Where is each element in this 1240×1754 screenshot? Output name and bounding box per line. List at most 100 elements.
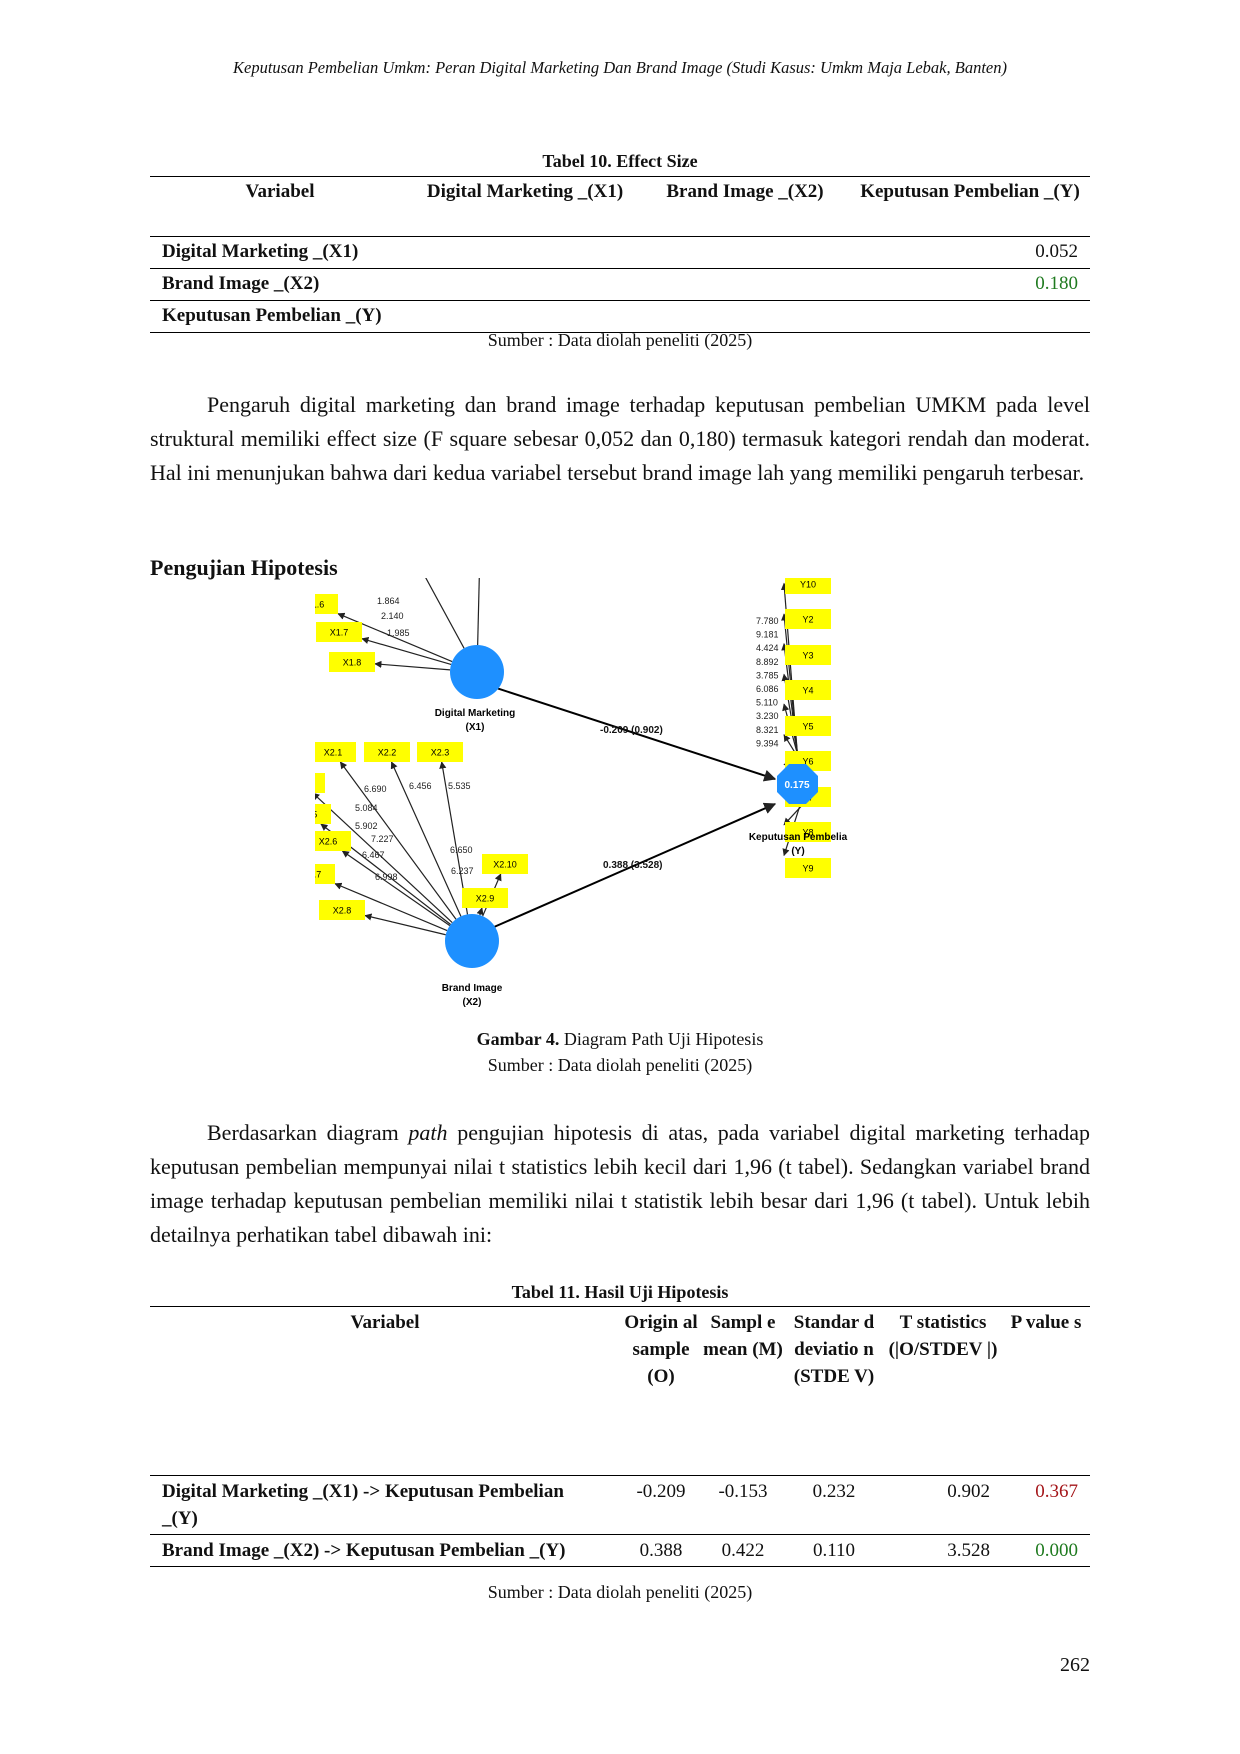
- paragraph-italic-word: path: [408, 1120, 448, 1145]
- construct-x2-circle: [445, 914, 499, 968]
- loading-arrow: [341, 850, 451, 927]
- row-value: 0.052: [1035, 241, 1078, 262]
- indicator-y4: Y4: [785, 680, 831, 700]
- loading-arrow: [315, 792, 453, 924]
- x1-code: (X1): [466, 722, 485, 733]
- loading-value: 5.902: [355, 821, 378, 831]
- row-label: Digital Marketing _(X1) -> Keputusan Pem…: [162, 1481, 564, 1529]
- indicator-x2-9: X2.9: [462, 888, 508, 908]
- header-t-statistics: T statistics (|O/STDEV |): [888, 1312, 998, 1360]
- svg-text:Y10: Y10: [800, 580, 816, 590]
- x1-name: Digital Marketing: [435, 708, 516, 719]
- loading-arrow: [477, 578, 480, 646]
- loading-arrow: [337, 612, 453, 663]
- svg-text:Y2: Y2: [802, 615, 813, 625]
- loading-arrow: [425, 578, 465, 649]
- table-row: Brand Image _(X2) 0.180: [150, 269, 1090, 301]
- indicator-x1-7: X1.7: [316, 622, 362, 642]
- header-p-values: P value s: [1010, 1312, 1082, 1333]
- figure-source: Sumber : Data diolah peneliti (2025): [487, 1055, 753, 1075]
- loading-value: 6.086: [756, 684, 779, 694]
- loading-arrow: [374, 660, 451, 671]
- path-x1-y-label: -0.209 (0.902): [600, 725, 663, 736]
- indicator-y2: Y2: [785, 609, 831, 629]
- indicator-x2-10: X2.10: [482, 854, 528, 874]
- running-header: Keputusan Pembelian Umkm: Peran Digital …: [232, 58, 1007, 77]
- loading-value: 1.864: [377, 596, 400, 606]
- loading-value: 6.467: [362, 850, 385, 860]
- indicator-y5: Y5: [785, 716, 831, 736]
- header-variabel: Variabel: [245, 181, 315, 202]
- header-brand-image: Brand Image _(X2): [666, 181, 824, 202]
- loading-value: 2.140: [381, 611, 404, 621]
- loading-value: 9.394: [756, 738, 779, 748]
- svg-text:X1.7: X1.7: [330, 628, 349, 638]
- x2-code: (X2): [463, 997, 482, 1008]
- y-name: Keputusan Pembelia: [749, 832, 848, 843]
- loading-value: 6.690: [364, 784, 387, 794]
- indicator-x2-3: X2.3: [417, 742, 463, 762]
- cell-tstat: 0.902: [947, 1481, 990, 1502]
- paragraph-effect-size: Pengaruh digital marketing dan brand ima…: [150, 392, 1090, 485]
- svg-text:X2.1: X2.1: [324, 748, 343, 758]
- indicator-x2-8: X2.8: [319, 900, 365, 920]
- svg-text:Y3: Y3: [802, 651, 813, 661]
- table11-caption: Tabel 11. Hasil Uji Hipotesis: [511, 1282, 729, 1302]
- cell-stdev: 0.110: [812, 1540, 856, 1561]
- header-digital-marketing: Digital Marketing _(X1): [426, 181, 624, 202]
- indicator-x2-6: X2.6: [315, 831, 351, 851]
- table-row: Digital Marketing _(X1) -> Keputusan Pem…: [150, 1476, 1090, 1535]
- svg-text:X2.6: X2.6: [319, 837, 338, 847]
- svg-text:X2.8: X2.8: [333, 906, 352, 916]
- figure-label: Gambar 4.: [476, 1029, 560, 1049]
- table-row: Keputusan Pembelian _(Y): [150, 301, 1090, 333]
- header-sample-mean: Sampl e mean (M): [703, 1312, 783, 1360]
- svg-text:Y5: Y5: [802, 722, 813, 732]
- cell-mean: 0.422: [721, 1540, 765, 1561]
- row-value: 0.180: [1035, 273, 1078, 294]
- indicator-y3: Y3: [785, 645, 831, 665]
- loading-value: 5.110: [756, 698, 778, 708]
- svg-text:X2.3: X2.3: [431, 748, 450, 758]
- loading-arrow: [364, 913, 446, 936]
- effect-size-table: Variabel Digital Marketing _(X1) Brand I…: [150, 176, 1090, 333]
- header-original-sample: Origin al sample (O): [624, 1312, 698, 1387]
- cell-original: 0.388: [639, 1540, 683, 1561]
- loading-arrow: [390, 761, 462, 917]
- loading-arrow: [334, 882, 448, 932]
- header-variabel: Variabel: [350, 1312, 420, 1333]
- svg-text:Y4: Y4: [802, 686, 813, 696]
- svg-text:X2.7: X2.7: [315, 870, 321, 880]
- indicator-x1-6: X1.6: [315, 594, 338, 614]
- indicator-x1-8: X1.8: [329, 652, 375, 672]
- loading-value: 6.456: [409, 781, 432, 791]
- loading-value: 8.321: [756, 725, 779, 735]
- paragraph-text-after: pengujian hipotesis di atas, pada variab…: [150, 1120, 1090, 1247]
- row-value: [850, 301, 1090, 333]
- loading-arrow: [476, 907, 484, 916]
- indicator-y10: Y10: [785, 578, 831, 594]
- svg-text:X2.2: X2.2: [378, 748, 397, 758]
- page-number: 262: [1060, 1654, 1090, 1676]
- cell-tstat: 3.528: [947, 1540, 990, 1561]
- path-diagram: X1.9X1.10X1.6X1.7X1.8X2.1X2.2X2.3X2.4X2.…: [315, 578, 848, 1008]
- path-x1-to-y: [477, 681, 777, 782]
- row-label: Brand Image _(X2): [162, 273, 320, 294]
- loading-value: 6.998: [375, 872, 398, 882]
- svg-text:X2.5: X2.5: [315, 810, 317, 820]
- row-label: Digital Marketing _(X1): [162, 241, 359, 262]
- loading-arrow: [361, 637, 452, 666]
- path-x2-to-y: [477, 802, 777, 935]
- cell-original: -0.209: [636, 1481, 686, 1502]
- svg-text:X2.10: X2.10: [493, 860, 517, 870]
- construct-x1-circle: [450, 645, 504, 699]
- loading-arrow: [339, 761, 457, 920]
- loading-value: 5.535: [448, 781, 471, 791]
- section-title: Pengujian Hipotesis: [150, 555, 338, 580]
- table10-caption: Tabel 10. Effect Size: [542, 151, 698, 171]
- x2-name: Brand Image: [442, 983, 503, 994]
- indicator-x2-1: X2.1: [315, 742, 356, 762]
- table-row: Digital Marketing _(X1) 0.052: [150, 237, 1090, 269]
- paragraph-hypothesis: Berdasarkan diagram path pengujian hipot…: [150, 1116, 1090, 1252]
- cell-pvalue: 0.000: [1035, 1540, 1078, 1561]
